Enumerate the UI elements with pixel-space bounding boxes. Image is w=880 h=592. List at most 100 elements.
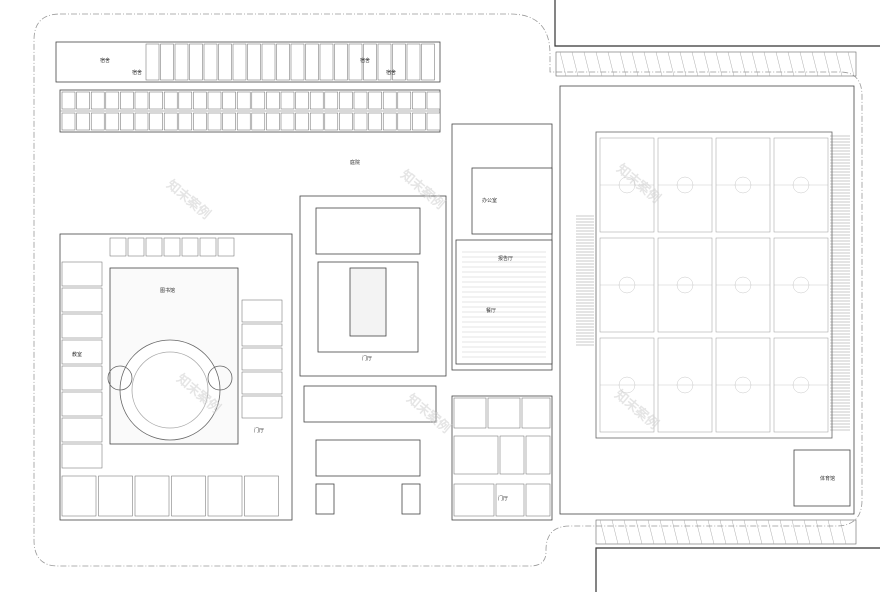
parking-stall: [775, 51, 783, 77]
dorm-room: [266, 91, 280, 110]
parking-stall: [719, 519, 727, 545]
parking-stall: [671, 519, 679, 545]
dorm-room: [251, 112, 266, 131]
room: [495, 483, 525, 517]
room-labels: 门厅 门厅 门厅 庭院 报告厅 体育馆 图书馆 餐厅 办公室 教室 宿舍 宿舍 …: [72, 57, 835, 502]
dorm-room: [368, 112, 382, 131]
parking-rows: [555, 51, 857, 545]
parking-stall: [739, 51, 747, 77]
parking-stall: [799, 51, 807, 77]
classroom: [98, 475, 133, 517]
label-dorm-4: 宿舍: [386, 69, 396, 76]
dorm-room: [261, 43, 276, 81]
dorm-room: [120, 112, 134, 131]
label-lobby-center: 门厅: [362, 355, 372, 362]
dorm-room: [76, 112, 90, 131]
classroom: [171, 475, 206, 517]
classroom: [61, 365, 103, 391]
classroom: [61, 287, 103, 313]
dorm-room: [134, 112, 149, 131]
room: [145, 237, 163, 257]
dorm-room: [392, 43, 406, 81]
dorm-room: [232, 43, 247, 81]
parking-stall: [715, 51, 723, 77]
parking-stall: [683, 519, 691, 545]
dorm-room: [412, 91, 426, 110]
dorm-room: [174, 43, 189, 81]
dorm-room: [319, 43, 334, 81]
parking-stall: [595, 51, 603, 77]
classroom: [61, 417, 103, 443]
room: [199, 237, 217, 257]
dorm-room: [120, 91, 134, 110]
label-library: 图书馆: [160, 287, 175, 294]
dorm-room: [218, 43, 232, 81]
parking-stall: [703, 51, 711, 77]
dorm-room: [61, 91, 76, 110]
court-circle: [792, 376, 810, 394]
parking-stall: [571, 51, 579, 77]
dorm-room: [193, 112, 207, 131]
parking-stall: [791, 519, 799, 545]
classroom: [61, 391, 103, 417]
parking-stall: [635, 519, 643, 545]
dorm-room: [363, 43, 377, 81]
dorm-room: [397, 112, 412, 131]
label-courtyard: 庭院: [350, 159, 360, 166]
dorm-room: [334, 43, 348, 81]
dorm-room: [145, 43, 160, 81]
room: [127, 237, 145, 257]
parking-stall: [751, 51, 759, 77]
room: [241, 371, 283, 395]
site-boundary: [33, 13, 863, 567]
classroom: [61, 475, 97, 517]
classroom: [61, 339, 103, 365]
dorm-room: [280, 112, 295, 131]
label-dorm-2: 宿舍: [132, 69, 142, 76]
room: [241, 347, 283, 371]
parking-stall: [623, 519, 631, 545]
parking-stall: [755, 519, 763, 545]
dorm-room: [412, 112, 426, 131]
parking-stall: [667, 51, 675, 77]
dorm-room: [222, 112, 236, 131]
dorm-room: [193, 91, 207, 110]
classroom: [207, 475, 243, 517]
parking-stall: [707, 519, 715, 545]
dorm-room: [348, 43, 363, 81]
label-office: 办公室: [482, 197, 497, 204]
parking-stall: [655, 51, 663, 77]
classroom: [61, 261, 103, 287]
dorm-room: [178, 91, 193, 110]
dorm-room: [426, 112, 441, 131]
dorm-room: [178, 112, 193, 131]
dorm-room: [105, 112, 120, 131]
court-circle: [792, 176, 810, 194]
room: [487, 397, 521, 429]
parking-stall: [811, 51, 819, 77]
dorm-room: [421, 43, 435, 81]
court-circle: [618, 276, 636, 294]
dorm-room: [236, 112, 251, 131]
parking-stall: [823, 51, 831, 77]
dorm-room: [339, 91, 353, 110]
dorm-room: [295, 91, 309, 110]
parking-stall: [599, 519, 607, 545]
dorm-room: [134, 91, 149, 110]
dorm-room: [324, 112, 339, 131]
dorm-room: [207, 91, 222, 110]
dorm-room: [305, 43, 319, 81]
court-circle: [676, 376, 694, 394]
room: [241, 395, 283, 419]
court-circle: [734, 376, 752, 394]
parking-stall: [815, 519, 823, 545]
court-circle: [792, 276, 810, 294]
dorm-room: [406, 43, 421, 81]
court-circle: [618, 376, 636, 394]
parking-stall: [659, 519, 667, 545]
parking-stall: [727, 51, 735, 77]
dorm-room: [382, 91, 397, 110]
parking-stall: [767, 519, 775, 545]
dorm-room: [163, 112, 178, 131]
dorm-room: [105, 91, 120, 110]
